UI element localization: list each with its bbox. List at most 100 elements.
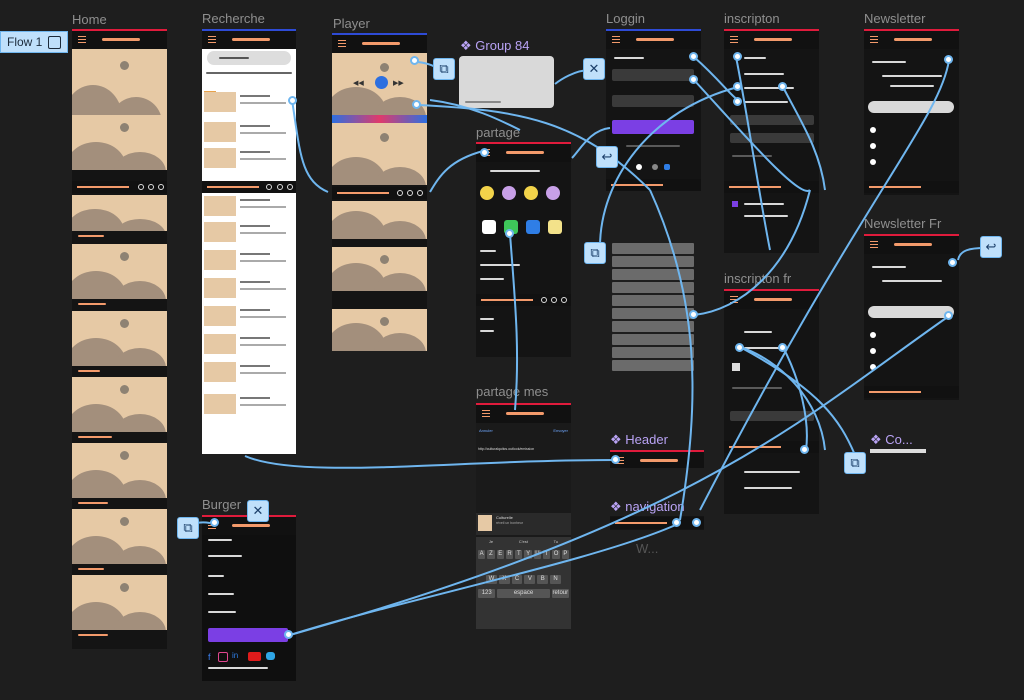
menu-item[interactable] bbox=[208, 611, 236, 613]
frame-label-inscription[interactable]: inscripton bbox=[724, 11, 780, 26]
back-action-icon[interactable]: ↩ bbox=[980, 236, 1002, 258]
signup-field[interactable] bbox=[730, 115, 814, 125]
suggestion[interactable]: C'est bbox=[518, 539, 528, 544]
connection-node[interactable] bbox=[733, 82, 742, 91]
search-result-row[interactable] bbox=[204, 250, 294, 270]
instagram-icon[interactable] bbox=[218, 652, 228, 662]
connection-node[interactable] bbox=[288, 96, 297, 105]
key[interactable]: E bbox=[496, 550, 504, 559]
frame-label-newsletter[interactable]: Newsletter bbox=[864, 11, 926, 26]
filter-row[interactable] bbox=[206, 72, 292, 74]
grey-option-item[interactable] bbox=[612, 243, 694, 254]
home-card-image[interactable] bbox=[72, 311, 167, 366]
frame-partage-mes[interactable]: Annuler Envoyer http://culturalquitcs.ou… bbox=[476, 403, 571, 629]
connection-node[interactable] bbox=[944, 311, 953, 320]
frame-label-player[interactable]: Player bbox=[333, 16, 370, 31]
avatar[interactable] bbox=[502, 186, 516, 200]
facebook-icon[interactable]: f bbox=[208, 652, 211, 662]
checkbox-icon[interactable] bbox=[732, 201, 738, 207]
co-component[interactable] bbox=[870, 449, 926, 453]
frame-label-partage[interactable]: partage bbox=[476, 125, 521, 140]
grey-option-item[interactable] bbox=[612, 282, 694, 293]
overlay-action-icon[interactable]: ⧉ bbox=[584, 242, 606, 264]
user-icon[interactable] bbox=[561, 297, 567, 303]
key[interactable]: B bbox=[537, 575, 549, 584]
home-card-image[interactable] bbox=[72, 443, 167, 498]
grey-option-item[interactable] bbox=[612, 295, 694, 306]
grey-option-item[interactable] bbox=[612, 321, 694, 332]
radio-option[interactable] bbox=[870, 332, 876, 338]
frame-label-newsletter-fr[interactable]: Newsletter Fr bbox=[864, 216, 942, 231]
key[interactable]: R bbox=[505, 550, 514, 559]
connection-node[interactable] bbox=[692, 518, 701, 527]
navigation-component[interactable] bbox=[610, 516, 704, 530]
key[interactable]: A bbox=[478, 550, 486, 559]
password-field[interactable] bbox=[612, 95, 694, 107]
connection-node[interactable] bbox=[284, 630, 293, 639]
search-result-row[interactable] bbox=[204, 196, 294, 216]
connection-node[interactable] bbox=[689, 52, 698, 61]
search-result-row[interactable] bbox=[204, 122, 294, 142]
menu-item[interactable] bbox=[208, 555, 242, 557]
suggestion[interactable]: Tu bbox=[553, 539, 559, 544]
suggestion[interactable]: Je bbox=[488, 539, 494, 544]
user-icon[interactable] bbox=[158, 184, 164, 190]
share-option-line[interactable] bbox=[480, 264, 520, 266]
group84-component[interactable] bbox=[459, 56, 554, 108]
player-card-image[interactable] bbox=[332, 309, 427, 351]
frame-label-inscription-fr[interactable]: inscripton fr bbox=[724, 271, 792, 286]
share-option-line[interactable] bbox=[480, 278, 504, 280]
user-icon[interactable] bbox=[287, 184, 293, 190]
notes-icon[interactable] bbox=[548, 220, 562, 234]
avatar[interactable] bbox=[480, 186, 494, 200]
key[interactable]: C bbox=[511, 575, 523, 584]
frame-loggin[interactable] bbox=[606, 29, 701, 191]
connection-node[interactable] bbox=[210, 518, 219, 527]
play-button[interactable] bbox=[375, 76, 388, 89]
frame-label-burger[interactable]: Burger bbox=[202, 497, 242, 512]
connection-node[interactable] bbox=[410, 56, 419, 65]
key[interactable]: T bbox=[515, 550, 523, 559]
avatar[interactable] bbox=[524, 186, 538, 200]
connection-node[interactable] bbox=[412, 100, 421, 109]
key[interactable]: N bbox=[550, 575, 561, 584]
key-return[interactable]: retour bbox=[551, 589, 570, 598]
component-label-co[interactable]: ❖ Co... bbox=[870, 432, 913, 447]
key[interactable]: Z bbox=[487, 550, 495, 559]
connection-node[interactable] bbox=[735, 343, 744, 352]
social-icon[interactable] bbox=[636, 164, 642, 170]
signup-field[interactable] bbox=[730, 411, 814, 421]
home-card-image[interactable] bbox=[72, 509, 167, 564]
search-result-row[interactable] bbox=[204, 92, 294, 112]
radio-option[interactable] bbox=[870, 143, 876, 149]
frame-label-loggin[interactable]: Loggin bbox=[606, 11, 646, 26]
key[interactable]: P bbox=[561, 550, 569, 559]
connection-node[interactable] bbox=[800, 445, 809, 454]
radio-option[interactable] bbox=[870, 364, 876, 370]
player-card-image[interactable] bbox=[332, 247, 427, 291]
radio-option[interactable] bbox=[870, 348, 876, 354]
share-option-line[interactable] bbox=[480, 250, 496, 252]
mail-icon[interactable] bbox=[526, 220, 540, 234]
key-123[interactable]: 123 bbox=[478, 589, 496, 598]
user-icon[interactable] bbox=[417, 190, 423, 196]
menu-item[interactable] bbox=[208, 593, 234, 595]
youtube-icon[interactable] bbox=[248, 652, 261, 661]
search-result-row[interactable] bbox=[204, 278, 294, 298]
frame-newsletter[interactable] bbox=[864, 29, 959, 195]
grey-option-item[interactable] bbox=[612, 256, 694, 267]
connection-node[interactable] bbox=[505, 229, 514, 238]
close-overlay-icon[interactable]: ✕ bbox=[583, 58, 605, 80]
key[interactable]: X bbox=[498, 575, 510, 584]
component-label-header[interactable]: ❖ Header bbox=[610, 432, 668, 447]
component-label-navigation[interactable]: ❖ navigation bbox=[610, 499, 685, 514]
connection-node[interactable] bbox=[733, 52, 742, 61]
connection-node[interactable] bbox=[948, 258, 957, 267]
key[interactable]: O bbox=[552, 550, 560, 559]
grey-option-item[interactable] bbox=[612, 308, 694, 319]
newsletter-email-input[interactable] bbox=[868, 306, 954, 318]
search-result-row[interactable] bbox=[204, 394, 294, 414]
linkedin-icon[interactable]: in bbox=[232, 651, 239, 660]
email-field[interactable] bbox=[612, 69, 694, 81]
key[interactable]: V bbox=[524, 575, 536, 584]
